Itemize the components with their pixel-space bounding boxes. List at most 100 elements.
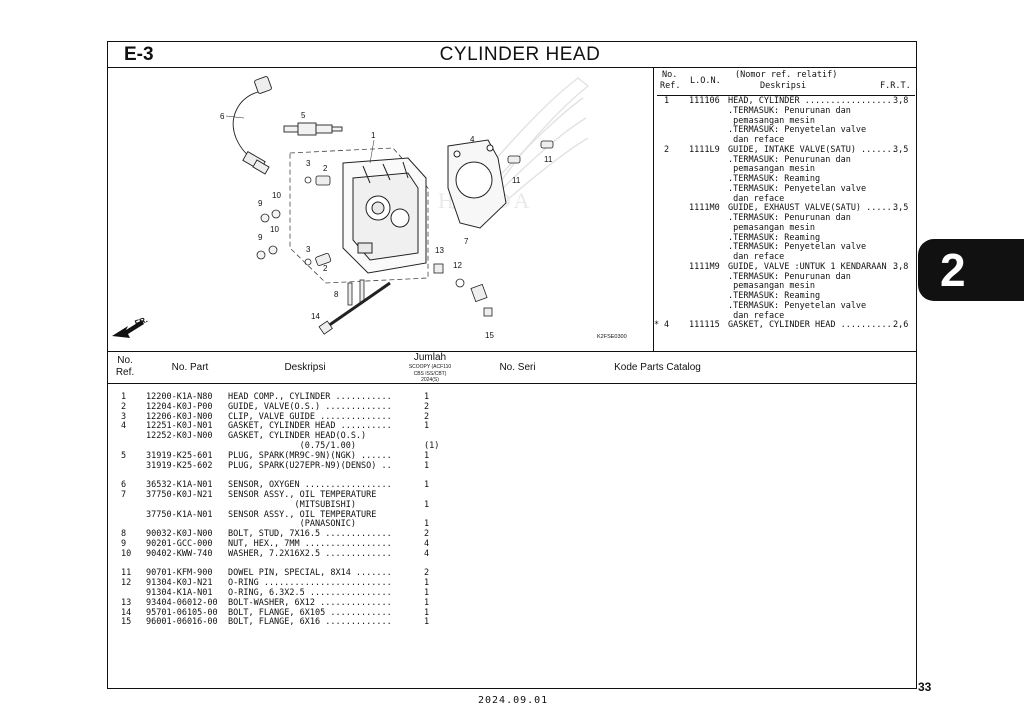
parts-row-part-number: 90032-K0J-N00: [146, 529, 213, 540]
parts-row-quantity: 1: [424, 588, 430, 598]
callout-9: 9: [258, 199, 263, 208]
parts-row-quantity: 1: [424, 421, 430, 432]
callout-3b: 3: [306, 245, 311, 254]
parts-row-description: NUT, HEX., 7MM .................: [228, 539, 392, 549]
parts-row-ref: 11: [121, 568, 132, 579]
callout-11: 11: [544, 155, 553, 164]
ref-row-frt: 3,8: [893, 96, 909, 106]
ref-row-note: .TERMASUK: Penyetelan valve: [728, 183, 867, 194]
footer-date: 2024.09.01: [478, 695, 549, 706]
parts-row-part-number: 90701-KFM-900: [146, 568, 213, 579]
parts-row-ref: 7: [121, 490, 127, 500]
parts-table-top-rule: [107, 351, 917, 353]
ref-row-note: .TERMASUK: Penurunan dan: [728, 271, 851, 282]
parts-header-qty-model-2: CBS ISS/CBT): [413, 370, 447, 377]
parts-header-no: No.: [117, 355, 133, 366]
parts-row-ref: 15: [121, 617, 132, 628]
callout-7: 7: [464, 237, 469, 246]
ref-row-number: 4: [664, 320, 670, 331]
ref-header-ref: Ref.: [660, 81, 681, 91]
ref-row-lon: 1111M0: [689, 203, 720, 214]
ref-row-frt: 3,5: [893, 144, 909, 155]
parts-row-quantity: 1: [424, 460, 430, 471]
ref-row-note: .TERMASUK: Penurunan dan: [728, 154, 851, 165]
parts-row-quantity: 1: [424, 578, 430, 589]
illustration-ref-divider: [653, 67, 655, 351]
parts-row-description: SENSOR ASSY., OIL TEMPERATURE: [228, 490, 377, 500]
parts-row-part-number: 90402-KWW-740: [146, 548, 213, 559]
parts-row-description: (0.75/1.00): [228, 441, 356, 451]
ref-row-mark: *: [654, 320, 660, 331]
page-title: CYLINDER HEAD: [439, 44, 601, 65]
ref-row-note: .TERMASUK: Penyetelan valve: [728, 300, 867, 311]
ref-row-lon: 1111M9: [689, 261, 720, 272]
parts-row-quantity: (1): [424, 441, 440, 451]
parts-row-ref: 13: [121, 597, 132, 608]
parts-row-ref: 5: [121, 450, 127, 461]
callout-6: 6: [220, 112, 225, 121]
parts-row-part-number: 93404-06012-00: [146, 597, 218, 608]
oxygen-sensor-part: [232, 76, 272, 175]
parts-row-part-number: 12251-K0J-N01: [146, 421, 213, 432]
chapter-tab: 2: [918, 239, 1024, 301]
front-direction-arrow-icon: FR.: [112, 315, 149, 338]
ref-row-description: GUIDE, VALVE :UNTUK 1 KENDARAAN .: [728, 261, 897, 272]
ref-row-note: dan reface: [728, 252, 785, 262]
ref-row-note: .TERMASUK: Penurunan dan: [728, 213, 851, 223]
ref-table-header-rule: [657, 95, 915, 96]
parts-row-part-number: 12204-K0J-P00: [146, 401, 213, 412]
parts-row-description: BOLT, FLANGE, 6X105 ............: [228, 607, 392, 618]
parts-row-description: BOLT-WASHER, 6X12 ..............: [228, 597, 392, 608]
fr-label: FR.: [134, 315, 149, 328]
illustration-code: K2FSE0300: [597, 334, 627, 340]
flange-bolt-long-part: [318, 281, 391, 335]
parts-row-quantity: 2: [424, 568, 430, 579]
spark-plug-part: [283, 122, 343, 136]
parts-row-ref: 1: [121, 392, 127, 402]
parts-header-qty-model-1: SCOOPY (ACF110: [408, 364, 452, 370]
callout-14: 14: [311, 312, 320, 321]
ref-header-lon: L.O.N.: [690, 76, 721, 86]
parts-row-quantity: 2: [424, 401, 430, 412]
parts-row-quantity: 2: [424, 411, 430, 422]
ref-row-note: .TERMASUK: Reaming: [728, 232, 821, 243]
valve-guide-part: [304, 175, 332, 266]
parts-row-description: O-RING .........................: [228, 578, 392, 589]
parts-row-quantity: 2: [424, 529, 430, 540]
parts-row-description: PLUG, SPARK(U27EPR-N9)(DENSO) ..: [228, 460, 392, 471]
parts-row-part-number: 91304-K1A-N01: [146, 588, 213, 598]
ref-header-desc-note: (Nomor ref. relatif): [735, 70, 838, 80]
parts-row-ref: 9: [121, 539, 127, 549]
callout-10: 10: [272, 191, 281, 200]
parts-row-part-number: 31919-K25-601: [146, 450, 213, 461]
oil-temperature-sensor-part: [433, 263, 493, 317]
callout-9b: 9: [258, 233, 263, 242]
parts-row-description: BOLT, FLANGE, 6X16 .............: [228, 617, 392, 628]
cylinder-head-gasket-part: [447, 139, 507, 229]
parts-header-serial: No. Seri: [499, 362, 536, 373]
parts-row-quantity: 1: [424, 499, 430, 510]
parts-row-part-number: 12252-K0J-N00: [146, 431, 213, 442]
ref-row-frt: 3,5: [893, 203, 909, 214]
parts-row-description: (PANASONIC): [228, 519, 356, 530]
callout-12: 12: [453, 261, 462, 270]
parts-row-part-number: 37750-K0J-N21: [146, 490, 213, 500]
ref-header-no: No.: [662, 70, 678, 80]
ref-row-note: .TERMASUK: Reaming: [728, 291, 821, 301]
chapter-tab-label: 2: [940, 244, 966, 296]
parts-table-header-rule: [107, 383, 917, 385]
callout-4: 4: [470, 135, 475, 144]
page-number: 33: [918, 680, 932, 694]
parts-row-quantity: 1: [424, 597, 430, 608]
parts-row-part-number: 91304-K0J-N21: [146, 578, 213, 589]
ref-row-number: 1: [664, 96, 670, 106]
parts-row-description: SENSOR, OXYGEN .................: [228, 480, 392, 491]
callout-11b: 11: [512, 176, 521, 185]
parts-row-ref: 10: [121, 548, 132, 559]
parts-row-description: SENSOR ASSY., OIL TEMPERATURE: [228, 509, 377, 520]
ref-row-note: dan reface: [728, 135, 785, 145]
ref-row-frt: 3,8: [893, 261, 909, 272]
ref-header-desc: Deskripsi: [760, 81, 807, 91]
dowel-pin-part: [507, 140, 554, 164]
callout-2b: 2: [323, 264, 328, 273]
